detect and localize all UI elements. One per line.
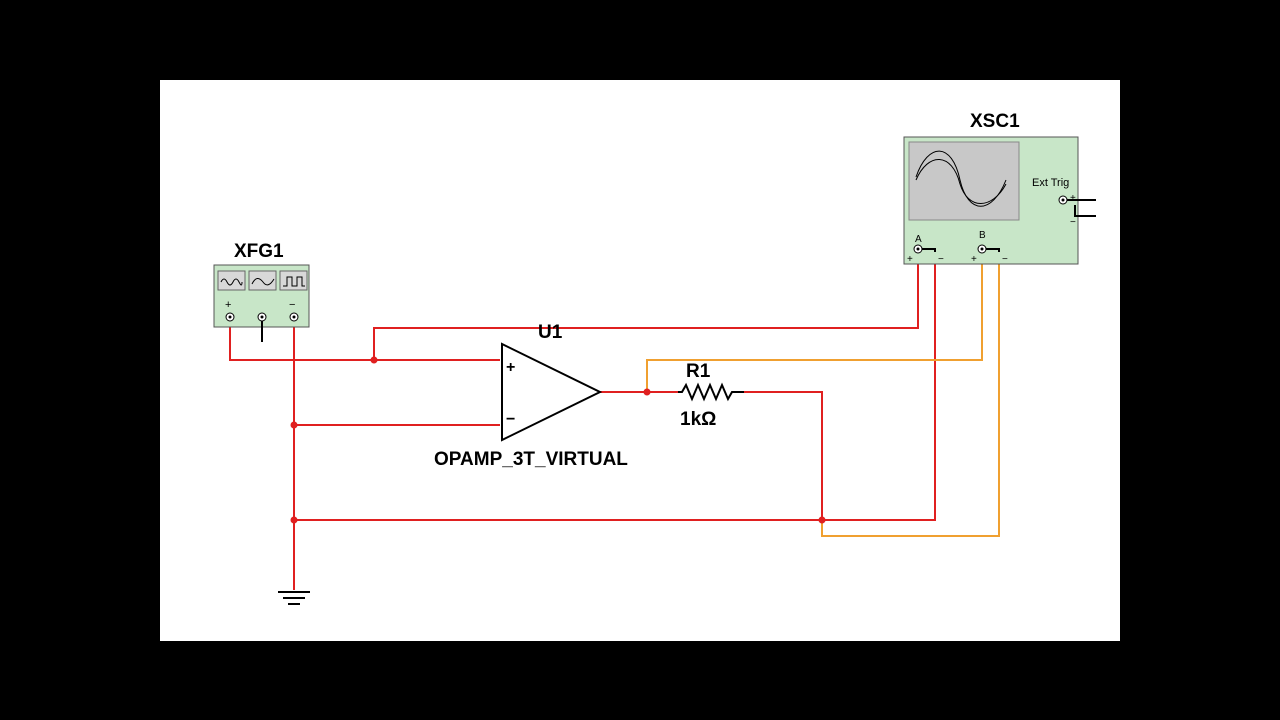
junction-dot bbox=[643, 388, 651, 396]
oscilloscope-ref: XSC1 bbox=[970, 111, 1020, 132]
junction-dot bbox=[370, 356, 378, 364]
opamp-minus-label: − bbox=[506, 411, 515, 428]
channel-b-plus-label: + bbox=[971, 254, 977, 265]
wires-orange bbox=[646, 252, 1000, 537]
ext-trig-label: Ext Trig bbox=[1032, 177, 1069, 189]
junction-dot bbox=[290, 421, 298, 429]
wire-r1-to-ground-rail[interactable] bbox=[744, 391, 823, 520]
opamp-model: OPAMP_3T_VIRTUAL bbox=[434, 449, 628, 470]
square-wave-icon[interactable] bbox=[279, 270, 308, 291]
schematic-canvas[interactable]: XFG1 + − U1 + − OPAMP bbox=[160, 80, 1120, 641]
xfg-minus-label: − bbox=[289, 299, 295, 311]
junctions bbox=[290, 356, 826, 524]
scope-screen bbox=[908, 141, 1020, 221]
sine-wave-icon[interactable] bbox=[217, 270, 246, 291]
function-generator[interactable]: XFG1 + − bbox=[213, 241, 310, 342]
ext-trig-minus-label: − bbox=[1070, 217, 1076, 228]
channel-b-minus-label: − bbox=[1002, 254, 1008, 265]
junction-dot bbox=[290, 516, 298, 524]
wire-junction-to-scope-a-plus[interactable] bbox=[373, 252, 919, 360]
junction-dot bbox=[818, 516, 826, 524]
wire-opamp-out-to-scope-b-plus[interactable] bbox=[646, 252, 983, 392]
triangle-wave-icon[interactable] bbox=[248, 270, 277, 291]
opamp-symbol[interactable]: U1 + − OPAMP_3T_VIRTUAL bbox=[434, 322, 628, 470]
wire-r1-to-scope-b-minus[interactable] bbox=[821, 252, 1000, 537]
ext-trig-plus-label: + bbox=[1070, 193, 1076, 204]
xfg-plus-label: + bbox=[225, 299, 231, 311]
resistor-value: 1kΩ bbox=[680, 409, 716, 430]
oscilloscope[interactable]: XSC1 Ext Trig + − A B + − + − bbox=[903, 111, 1096, 265]
ground-icon[interactable] bbox=[278, 591, 310, 605]
resistor-ref: R1 bbox=[686, 361, 711, 382]
schematic-drawing: XFG1 + − U1 + − OPAMP bbox=[213, 111, 1096, 605]
channel-b-label: B bbox=[979, 230, 986, 241]
opamp-plus-label: + bbox=[506, 359, 515, 376]
channel-a-minus-label: − bbox=[938, 254, 944, 265]
wire-ground-rail-to-scope-a-minus[interactable] bbox=[294, 252, 936, 521]
resistor-symbol[interactable]: R1 1kΩ bbox=[678, 361, 744, 430]
function-generator-ref: XFG1 bbox=[234, 241, 284, 262]
channel-a-label: A bbox=[915, 234, 922, 245]
wire-xfg-plus-to-opamp-plus[interactable] bbox=[229, 318, 500, 361]
wires-red bbox=[229, 252, 936, 590]
channel-a-plus-label: + bbox=[907, 254, 913, 265]
opamp-ref: U1 bbox=[538, 322, 563, 343]
